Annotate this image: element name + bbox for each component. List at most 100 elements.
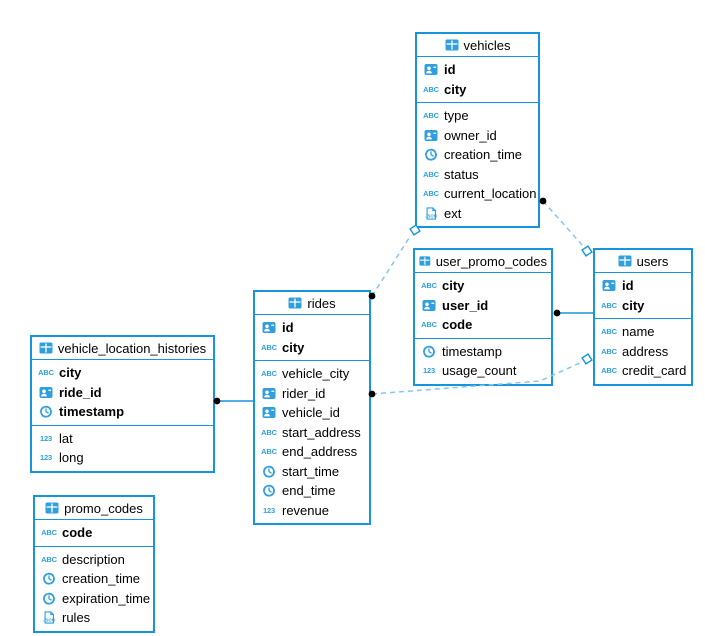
abc-text-icon: ABC	[261, 427, 277, 437]
column-row-vehicles-type[interactable]: ABC type	[417, 106, 538, 126]
column-name: creation_time	[62, 571, 141, 587]
column-name: current_location	[444, 186, 537, 202]
table-header-rides[interactable]: rides	[255, 292, 369, 315]
column-row-rides-end_time[interactable]: end_time	[255, 481, 369, 501]
table-header-promo_codes[interactable]: promo_codes	[35, 497, 153, 520]
columns-section: ABC description creation_time expiration_ti…	[35, 547, 153, 631]
column-name: city	[444, 81, 467, 97]
abc-text-icon: ABC	[601, 346, 617, 356]
abc-text-icon: ABC	[38, 368, 54, 378]
table-header-vehicles[interactable]: vehicles	[417, 34, 538, 57]
relation-endpoint-dot	[553, 309, 561, 317]
relation-line-vehicles-users	[542, 200, 584, 247]
column-row-vehicles-owner_id[interactable]: owner_id	[417, 126, 538, 146]
pk-separator	[255, 360, 369, 361]
abc-text-icon: ABC	[41, 554, 57, 564]
abc-text-icon: ABC	[601, 300, 617, 310]
column-row-rides-id[interactable]: id	[255, 318, 369, 338]
column-name: type	[444, 108, 469, 124]
column-name: vehicle_id	[282, 405, 340, 421]
column-row-promo_codes-description[interactable]: ABC description	[35, 550, 153, 570]
clock-icon	[423, 148, 439, 161]
json-document-icon: JSON	[41, 611, 57, 624]
table-icon	[419, 256, 431, 266]
id-card-icon	[261, 321, 277, 334]
table-icon	[39, 342, 53, 354]
column-name: credit_card	[622, 363, 687, 379]
column-name: name	[622, 324, 655, 340]
column-row-users-id[interactable]: id	[595, 276, 691, 296]
column-name: city	[59, 365, 82, 381]
column-row-rides-vehicle_id[interactable]: vehicle_id	[255, 403, 369, 423]
id-card-icon	[423, 129, 439, 142]
column-name: user_id	[442, 297, 489, 313]
column-name: timestamp	[59, 404, 125, 420]
column-name: lat	[59, 430, 73, 446]
abc-text-icon: ABC	[421, 320, 437, 330]
column-name: usage_count	[442, 363, 517, 379]
column-row-users-address[interactable]: ABC address	[595, 342, 691, 362]
column-row-user_promo_codes-user_id[interactable]: user_id	[415, 296, 551, 316]
table-header-vehicle_location_histories[interactable]: vehicle_location_histories	[32, 337, 213, 360]
column-name: end_time	[282, 483, 336, 499]
table-header-users[interactable]: users	[595, 250, 691, 273]
column-row-promo_codes-expiration_time[interactable]: expiration_time	[35, 589, 153, 609]
column-name: owner_id	[444, 127, 497, 143]
column-row-vehicle_location_histories-city[interactable]: ABC city	[32, 363, 213, 383]
column-row-rides-rider_id[interactable]: rider_id	[255, 384, 369, 404]
id-card-icon	[38, 386, 54, 399]
table-header-user_promo_codes[interactable]: user_promo_codes	[415, 250, 551, 273]
column-row-vehicles-id[interactable]: id	[417, 60, 538, 80]
abc-text-icon: ABC	[261, 447, 277, 457]
table-title: vehicles	[463, 37, 511, 53]
abc-text-icon: ABC	[41, 528, 57, 538]
column-row-vehicle_location_histories-timestamp[interactable]: timestamp	[32, 402, 213, 422]
abc-text-icon: ABC	[261, 369, 277, 379]
column-row-vehicles-creation_time[interactable]: creation_time	[417, 145, 538, 165]
id-card-icon	[423, 63, 439, 76]
column-row-vehicle_location_histories-ride_id[interactable]: ride_id	[32, 383, 213, 403]
pk-separator	[417, 102, 538, 103]
abc-text-icon: ABC	[423, 111, 439, 121]
123-number-icon: 123	[263, 505, 275, 515]
clock-icon	[41, 572, 57, 585]
column-name: long	[59, 450, 84, 466]
column-row-user_promo_codes-timestamp[interactable]: timestamp	[415, 342, 551, 362]
column-name: city	[442, 278, 465, 294]
column-name: address	[622, 343, 669, 359]
column-name: description	[62, 551, 125, 567]
column-row-promo_codes-creation_time[interactable]: creation_time	[35, 569, 153, 589]
column-row-rides-start_time[interactable]: start_time	[255, 462, 369, 482]
clock-icon	[41, 592, 57, 605]
